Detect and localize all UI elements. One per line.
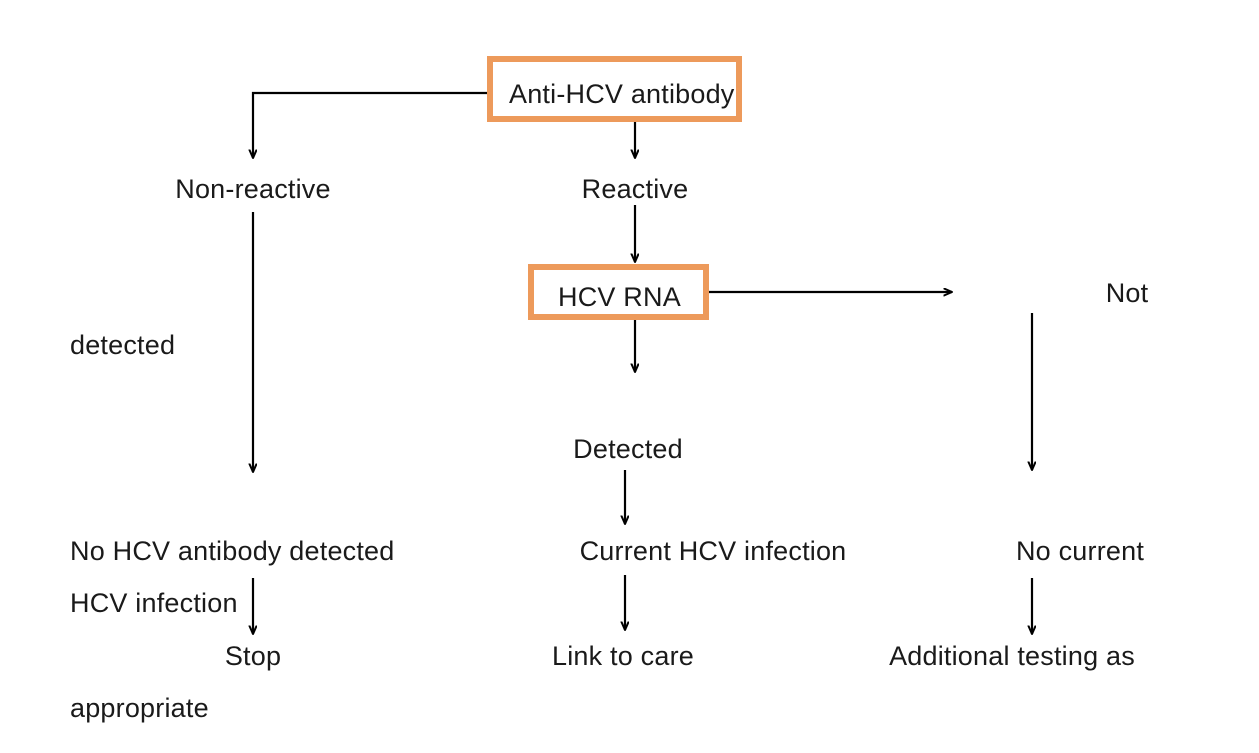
label-current-hcv-infection: Current HCV infection xyxy=(579,536,847,566)
label-additional-testing-as: Additional testing as xyxy=(889,641,1135,671)
label-hcv-infection: HCV infection xyxy=(70,588,238,618)
label-link-to-care: Link to care xyxy=(552,641,694,671)
label-detected-stray: detected xyxy=(70,330,176,360)
label-no-hcv-antibody-detected: No HCV antibody detected xyxy=(70,536,395,566)
label-appropriate: appropriate xyxy=(70,693,209,723)
box-anti-hcv-antibody-label: Anti-HCV antibody xyxy=(509,79,735,109)
label-reactive: Reactive xyxy=(581,174,689,204)
box-anti-hcv-antibody[interactable]: Anti-HCV antibody xyxy=(487,56,742,122)
box-hcv-rna[interactable]: HCV RNA xyxy=(528,264,709,320)
label-non-reactive: Non-reactive xyxy=(175,174,331,204)
label-stop: Stop xyxy=(224,641,282,671)
label-no-current: No current xyxy=(1015,536,1145,566)
box-hcv-rna-label: HCV RNA xyxy=(558,282,681,312)
label-not: Not xyxy=(1105,278,1149,308)
edge-antibody-to-nonreactive xyxy=(253,91,487,158)
label-detected: Detected xyxy=(573,434,683,464)
